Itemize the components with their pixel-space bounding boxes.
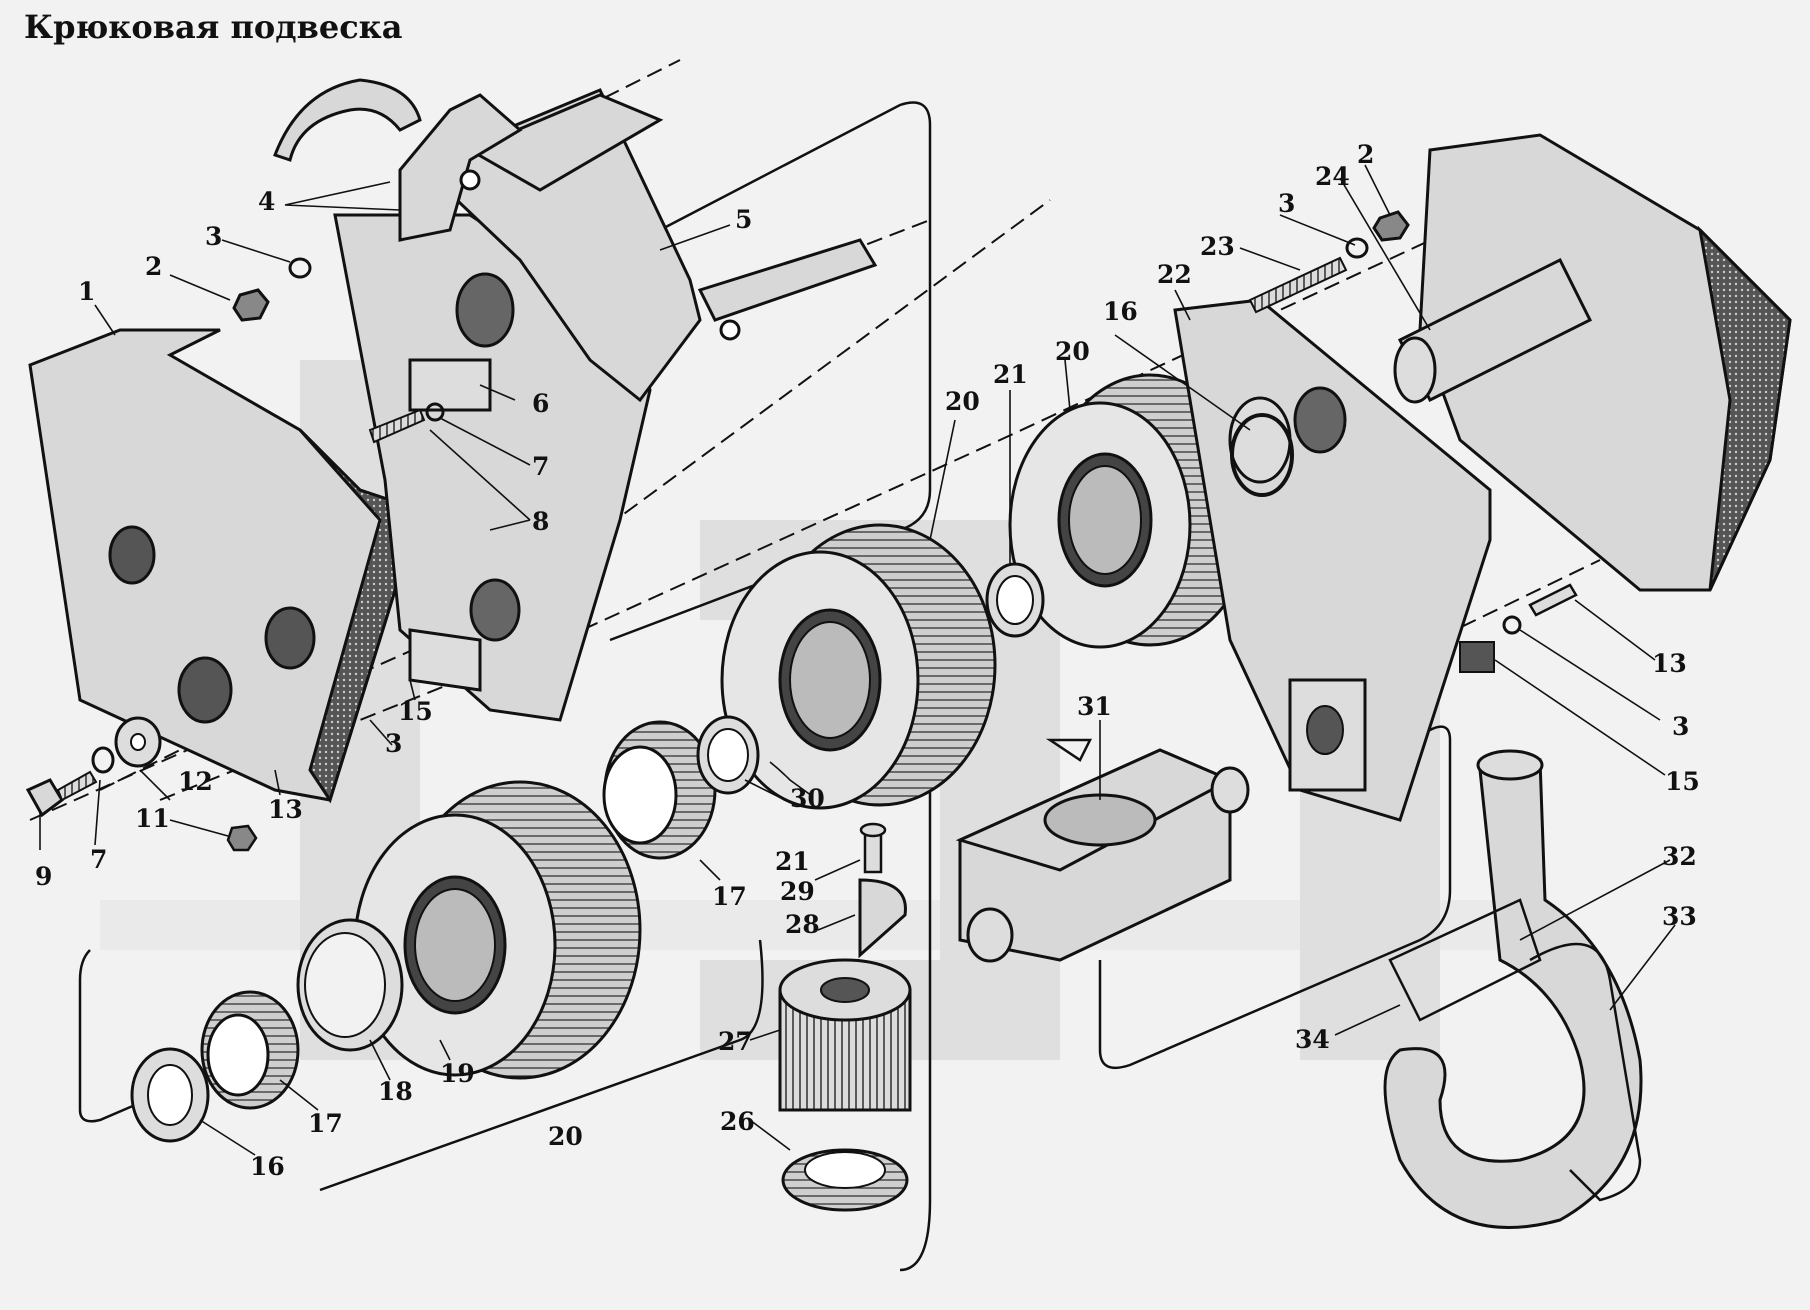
- callout-21-right: 21: [993, 360, 1028, 389]
- callout-15-left: 15: [398, 697, 433, 726]
- ring-18: [296, 918, 404, 1052]
- callout-15-right: 15: [1665, 767, 1700, 796]
- callout-5: 5: [735, 205, 752, 234]
- callout-13-left: 13: [268, 795, 303, 824]
- nut-2-left: [232, 288, 270, 322]
- callout-16-right: 16: [1103, 297, 1138, 326]
- hook-33: [1383, 749, 1643, 1229]
- bolt-13-right: [1528, 583, 1578, 617]
- callout-7-lower: 7: [90, 845, 107, 874]
- callout-13-right: 13: [1652, 649, 1687, 678]
- callout-16-lower: 16: [250, 1152, 285, 1181]
- cheek-cover-right: [1418, 133, 1792, 592]
- callout-8: 8: [532, 507, 549, 536]
- callout-6: 6: [532, 389, 549, 418]
- callout-2: 2: [145, 252, 162, 281]
- callout-2-right: 2: [1357, 140, 1374, 169]
- callout-28: 28: [785, 910, 820, 939]
- bolt-29: [859, 822, 887, 874]
- washer-12: [114, 716, 162, 768]
- nut-2-right: [1372, 210, 1410, 242]
- callout-30: 30: [790, 784, 825, 813]
- washer-3-right-top: [1345, 237, 1369, 259]
- callout-23: 23: [1200, 232, 1235, 261]
- sheave-20-middle: [720, 523, 997, 810]
- axle-with-bracket: [273, 78, 878, 403]
- cheek-plate-rear: [333, 213, 652, 722]
- traverse-31: [955, 748, 1250, 963]
- bolt-23: [1248, 256, 1348, 314]
- ring-21-right: [985, 562, 1045, 638]
- callout-20-lower: 20: [548, 1122, 583, 1151]
- callout-18: 18: [378, 1077, 413, 1106]
- axle-24: [1393, 257, 1593, 404]
- callout-27: 27: [718, 1027, 753, 1056]
- washer-7-lower: [91, 746, 115, 774]
- callout-1: 1: [78, 277, 95, 306]
- callout-3-left-lower: 3: [385, 729, 402, 758]
- callout-20-right: 20: [1055, 337, 1090, 366]
- leader-lines: [39, 164, 1676, 1156]
- washer-16-lower: [130, 1047, 210, 1143]
- callout-24: 24: [1315, 162, 1350, 191]
- nut-27: [778, 958, 912, 1112]
- callout-17-middle: 17: [712, 882, 747, 911]
- callout-4: 4: [258, 187, 275, 216]
- safety-latch-34: [1388, 898, 1542, 1022]
- bolt-8: [368, 402, 445, 444]
- callout-31: 31: [1077, 692, 1112, 721]
- cheek-plate-right: [1173, 298, 1492, 822]
- bearing-17-lower: [200, 990, 300, 1110]
- diagram-title: Крюковая подвеска: [24, 8, 403, 46]
- callout-17-lower: 17: [308, 1109, 343, 1138]
- callout-26: 26: [720, 1107, 755, 1136]
- callout-22: 22: [1157, 260, 1192, 289]
- callout-19: 19: [440, 1059, 475, 1088]
- callout-21-middle: 21: [775, 847, 810, 876]
- callout-3-right-top: 3: [1278, 189, 1295, 218]
- callout-3-right-lower: 3: [1672, 712, 1689, 741]
- washer-16-right: [1230, 413, 1294, 497]
- callout-12: 12: [178, 767, 213, 796]
- sheave-19: [353, 780, 642, 1080]
- washer-3-right-lower: [1502, 615, 1522, 635]
- callout-20-middle: 20: [945, 387, 980, 416]
- callout-32: 32: [1662, 842, 1697, 871]
- callout-29: 29: [780, 877, 815, 906]
- nut-11: [226, 824, 258, 852]
- callout-11: 11: [135, 804, 170, 833]
- callout-34: 34: [1295, 1025, 1330, 1054]
- callout-3: 3: [205, 222, 222, 251]
- callout-9: 9: [35, 862, 52, 891]
- bolt-9: [25, 770, 98, 818]
- plate-15-right: [1459, 641, 1495, 673]
- callout-33: 33: [1662, 902, 1697, 931]
- ring-21-middle: [696, 715, 760, 795]
- thrust-bearing-26: [781, 1148, 909, 1212]
- hook-link-32: [1529, 942, 1642, 1202]
- bearing-17-middle: [602, 720, 717, 860]
- washer-3-left: [288, 257, 312, 279]
- callout-7: 7: [532, 452, 549, 481]
- callout-labels: 1 2 3 4 5 6 7 8 8 9 7 11 12 13 3 15 16 1…: [35, 140, 1700, 1181]
- lock-plate-28: [858, 878, 907, 959]
- grouping-outlines: [78, 101, 1452, 1272]
